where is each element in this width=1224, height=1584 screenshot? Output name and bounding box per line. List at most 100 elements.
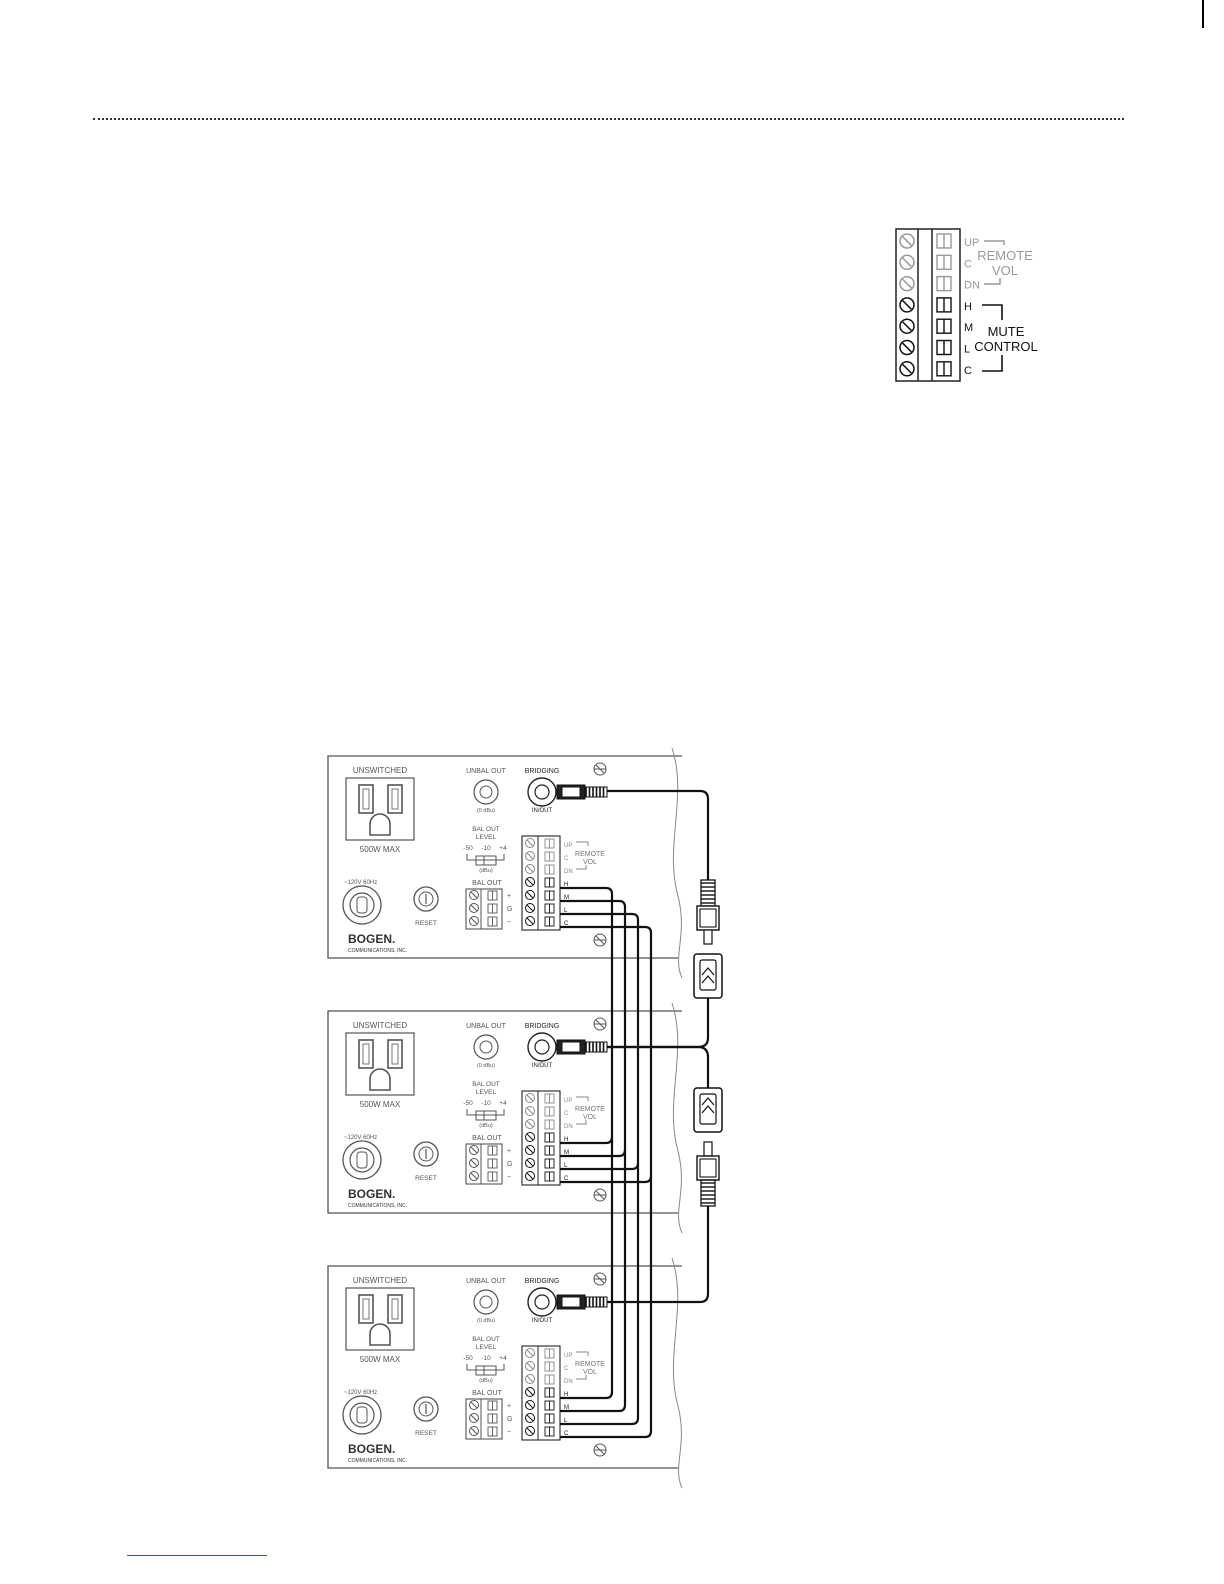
- level-mark: +4: [499, 1100, 507, 1107]
- remote-vol-bracket: [576, 865, 587, 870]
- control-screw-icon-slot: [526, 904, 534, 912]
- rca-coupler-top-inner: [699, 959, 717, 991]
- bridging-in-out: IN/OUT: [532, 1063, 553, 1069]
- control-screw-icon-slot: [526, 891, 534, 899]
- bal-screw-icon-slot: [470, 917, 478, 925]
- reset-button: [413, 886, 439, 912]
- detail-screw-icon: [899, 361, 915, 377]
- unbal-out-jack: [473, 1289, 499, 1315]
- outlet-slot-right: [387, 1294, 403, 1324]
- bridging-in-out: IN/OUT: [532, 808, 553, 814]
- control-screw-icon-slot: [526, 1094, 534, 1102]
- control-screw-icon: [525, 1106, 535, 1116]
- control-screw-icon: [525, 1171, 535, 1181]
- remote-vol-bracket: [576, 841, 589, 846]
- rca-plug-band: [561, 1296, 581, 1308]
- wiring: [560, 789, 723, 1439]
- outlet-plate: [345, 1287, 415, 1351]
- power-inlet-inner: [349, 1402, 375, 1428]
- bridging-in-out: IN/OUT: [532, 1318, 553, 1324]
- level-mark: -50: [463, 1355, 473, 1362]
- control-terminal-label: UP: [564, 843, 572, 849]
- remote-vol-label: REMOTE: [575, 851, 605, 858]
- bal-terminal-label: −: [507, 1174, 511, 1181]
- bal-screw-icon: [469, 1400, 479, 1410]
- unswitched-label: UNSWITCHED: [353, 766, 407, 775]
- rca-coupler-grip: [701, 967, 715, 984]
- bal-out-level-label: LEVEL: [476, 834, 497, 841]
- bal-screw-icon-slot: [470, 1414, 478, 1422]
- outlet-slot-left-inner: [362, 788, 370, 810]
- control-terminal-label: DN: [564, 1379, 573, 1385]
- outlet-plate: [345, 1032, 415, 1096]
- rca-plug-shell-inner: [699, 908, 717, 928]
- bal-terminal-label: G: [507, 1161, 512, 1168]
- control-screw-icon-slot: [526, 878, 534, 886]
- mute-wire-tap: [560, 1175, 653, 1184]
- control-terminal-label: C: [564, 1431, 569, 1437]
- control-screw-icon: [525, 1158, 535, 1168]
- detail-screw-icon: [899, 318, 915, 334]
- bal-screw-icon: [469, 1413, 479, 1423]
- outlet-slot-right: [387, 784, 403, 814]
- level-switch-track: [466, 854, 505, 861]
- detail-screw-icon-slot: [902, 342, 912, 353]
- unbal-out-jack-center: [479, 1040, 493, 1054]
- level-switch: [475, 1110, 497, 1121]
- mute-wire-tap: [560, 1149, 627, 1158]
- rca-plug-tip: [703, 929, 713, 945]
- control-screw-icon-slot: [526, 1401, 534, 1409]
- control-terminal-label: C: [564, 1366, 569, 1372]
- panel-break-edge: [671, 747, 683, 979]
- level-unit: (dBu): [479, 1378, 493, 1384]
- control-screw-icon: [525, 864, 535, 874]
- panel-frame: [327, 1265, 682, 1469]
- bridging-label: BRIDGING: [525, 768, 560, 775]
- control-screw-icon-slot: [526, 852, 534, 860]
- level-mark: -10: [481, 845, 491, 852]
- control-terminal-label: C: [564, 856, 569, 862]
- control-screw-icon: [525, 1361, 535, 1371]
- power-inlet-pin: [356, 896, 368, 914]
- control-screw-icon: [525, 1426, 535, 1436]
- control-screw-icon-slot: [526, 1427, 534, 1435]
- detail-screw-icon: [899, 275, 915, 292]
- remote-vol-title: REMOTE: [977, 248, 1033, 263]
- control-terminal-label: H: [564, 1137, 568, 1143]
- section-divider: [93, 118, 1124, 120]
- reset-label: RESET: [415, 1175, 437, 1182]
- mute-control-title: MUTE: [988, 324, 1025, 339]
- control-screw-icon: [525, 1132, 535, 1142]
- control-screw-icon-slot: [526, 1362, 534, 1370]
- control-screw-icon: [525, 1413, 535, 1423]
- detail-screw-icon-slot: [902, 236, 912, 246]
- level-mark: +4: [499, 845, 507, 852]
- detail-terminal-label: H: [964, 301, 972, 313]
- bal-screw-icon-slot: [470, 1146, 478, 1154]
- bal-out-level-label: LEVEL: [476, 1089, 497, 1096]
- bal-out-level-label: BAL OUT: [472, 826, 500, 833]
- power-rating: ~120V 60Hz: [344, 1135, 377, 1141]
- unbal-out-jack: [473, 1034, 499, 1060]
- control-screw-icon: [525, 916, 535, 926]
- bal-out-label: BAL OUT: [472, 880, 502, 887]
- control-screw-icon-slot: [526, 917, 534, 925]
- bal-out-strip: [465, 1143, 503, 1185]
- outlet-plate: [345, 777, 415, 841]
- mute-wire-h: [560, 886, 614, 1400]
- unbal-out-jack-center: [479, 785, 493, 799]
- control-screw-icon: [525, 1348, 535, 1358]
- power-inlet: [342, 885, 382, 925]
- bal-terminal-label: +: [507, 1148, 511, 1155]
- bal-screw-icon-slot: [470, 1159, 478, 1167]
- bal-screw-icon: [469, 1426, 479, 1436]
- level-mark: -50: [463, 1100, 473, 1107]
- bal-out-label: BAL OUT: [472, 1390, 502, 1397]
- control-screw-icon-slot: [526, 1120, 534, 1128]
- bridging-cable-bottom: [607, 1206, 710, 1304]
- control-screw-icon: [525, 1400, 535, 1410]
- control-terminal-label: M: [564, 895, 569, 901]
- remote-vol-label: VOL: [583, 859, 597, 866]
